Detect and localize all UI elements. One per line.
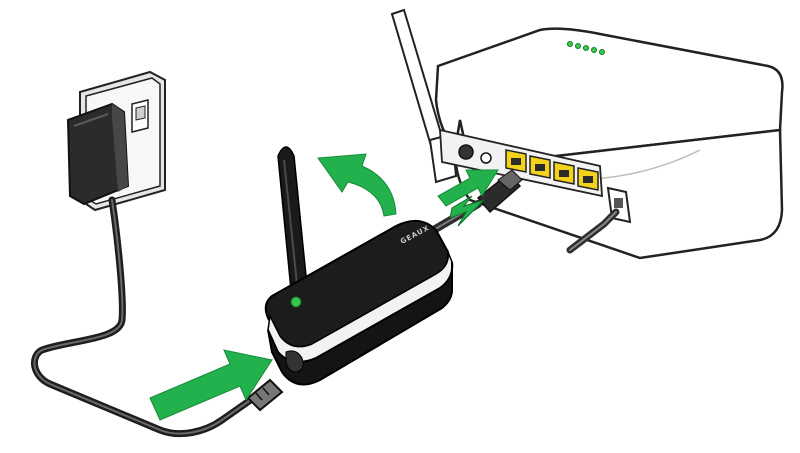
- status-lights: [567, 41, 606, 56]
- ethernet-ports: [505, 149, 599, 191]
- lightning-link-icon: [449, 195, 485, 227]
- device-antenna: [277, 146, 309, 301]
- router-icon: [390, 8, 784, 260]
- device-led: [290, 296, 302, 308]
- router-button: [458, 144, 474, 160]
- arrow-icon: [437, 169, 499, 207]
- router-power-jack: [480, 152, 492, 164]
- wireless-device-icon: GEAUX: [264, 146, 454, 386]
- arrow-icon: [149, 349, 273, 421]
- arrow-icon: [317, 153, 397, 217]
- power-adapter-icon: [66, 102, 130, 206]
- barrel-plug-icon: [246, 378, 284, 412]
- power-cable: [31, 196, 266, 438]
